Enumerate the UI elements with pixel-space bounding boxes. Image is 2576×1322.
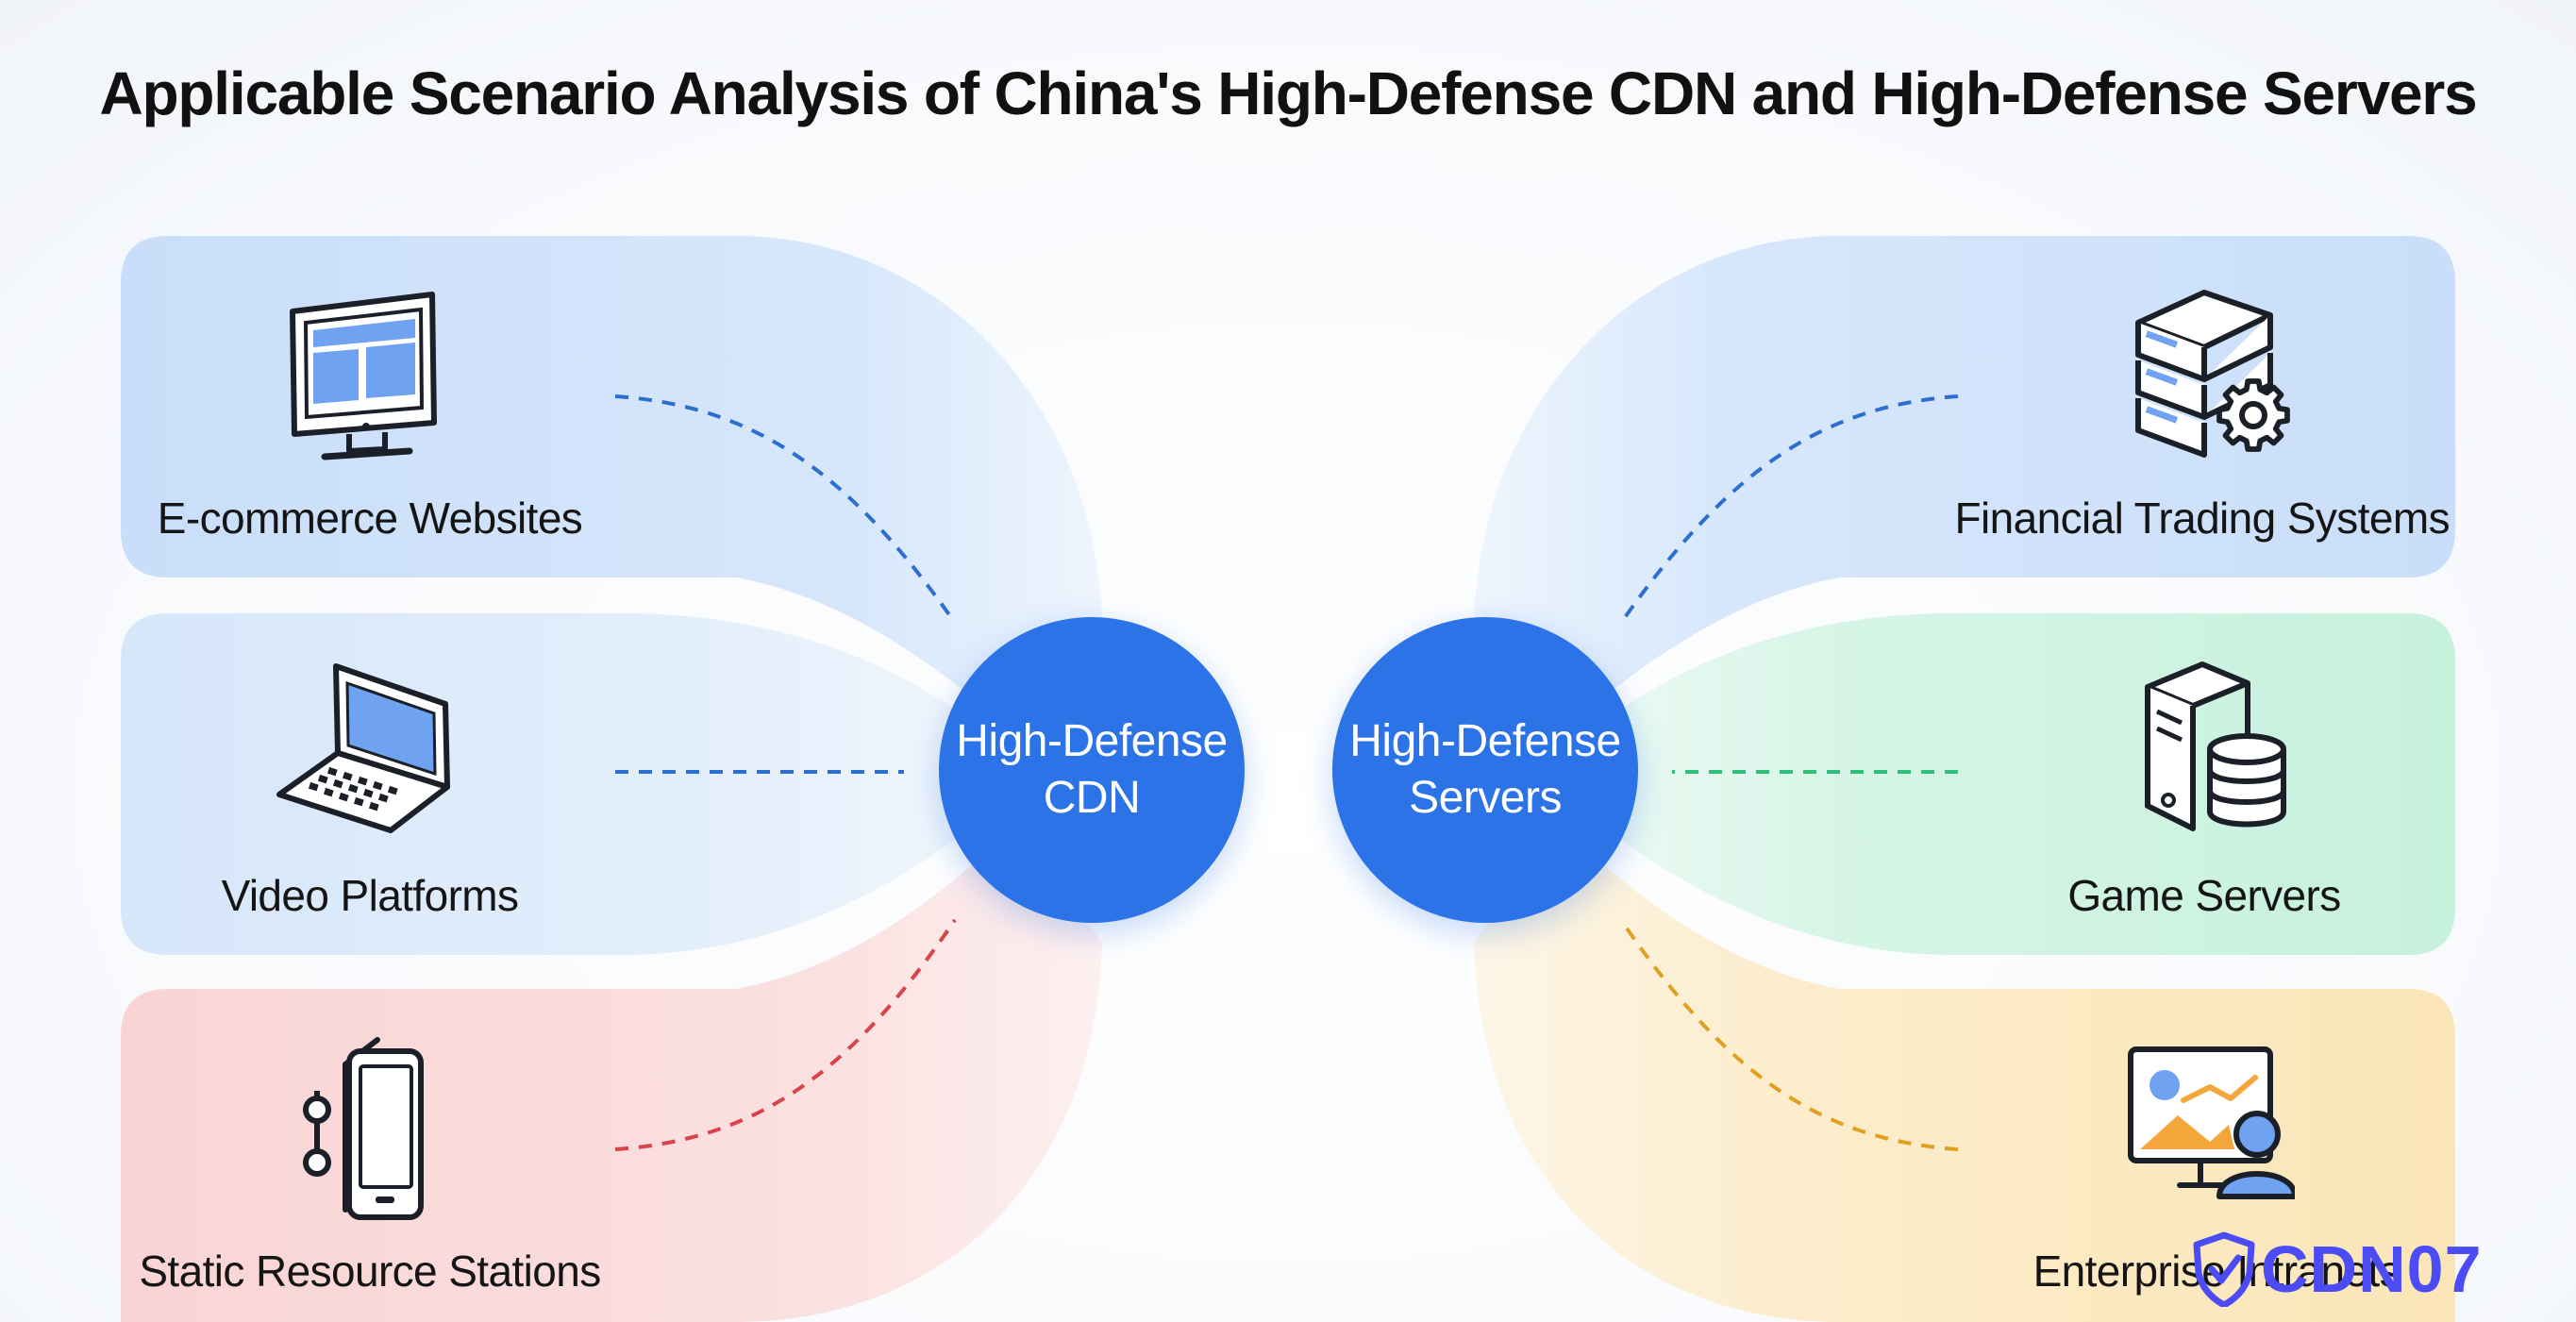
watermark-text: CDN07 bbox=[2261, 1232, 2483, 1306]
label-financial-trading-systems: Financial Trading Systems bbox=[1954, 494, 2451, 543]
panel-financial bbox=[1474, 236, 2455, 745]
label-video-platforms: Video Platforms bbox=[221, 871, 519, 920]
watermark: CDN07 bbox=[2191, 1227, 2568, 1312]
analytics-user-icon bbox=[2128, 1046, 2295, 1199]
connector-static-resource bbox=[614, 918, 957, 1151]
label-ecommerce-websites: E-commerce Websites bbox=[157, 494, 583, 543]
hub-high-defense-servers: High-Defense Servers bbox=[1332, 617, 1638, 923]
shield-icon bbox=[2193, 1231, 2255, 1307]
laptop-icon bbox=[276, 663, 450, 833]
connector-ecommerce bbox=[614, 394, 957, 625]
server-database-icon bbox=[2145, 661, 2286, 831]
connector-enterprise bbox=[1619, 918, 1959, 1151]
diagram-title: Applicable Scenario Analysis of China's … bbox=[99, 59, 2478, 127]
server-gear-icon bbox=[2135, 290, 2290, 458]
label-static-resource-stations: Static Resource Stations bbox=[139, 1247, 601, 1296]
hub-high-defense-cdn: High-Defense CDN bbox=[939, 617, 1245, 923]
panel-enterprise bbox=[1474, 821, 2455, 1322]
connector-financial bbox=[1619, 394, 1959, 625]
panel-game-servers bbox=[1576, 613, 2455, 955]
hub-servers-label: High-Defense Servers bbox=[1349, 716, 1621, 823]
desktop-monitor-icon bbox=[290, 292, 437, 460]
mobile-device-icon bbox=[303, 1037, 424, 1220]
hub-cdn-label: High-Defense CDN bbox=[956, 716, 1228, 823]
label-game-servers: Game Servers bbox=[2067, 871, 2341, 920]
